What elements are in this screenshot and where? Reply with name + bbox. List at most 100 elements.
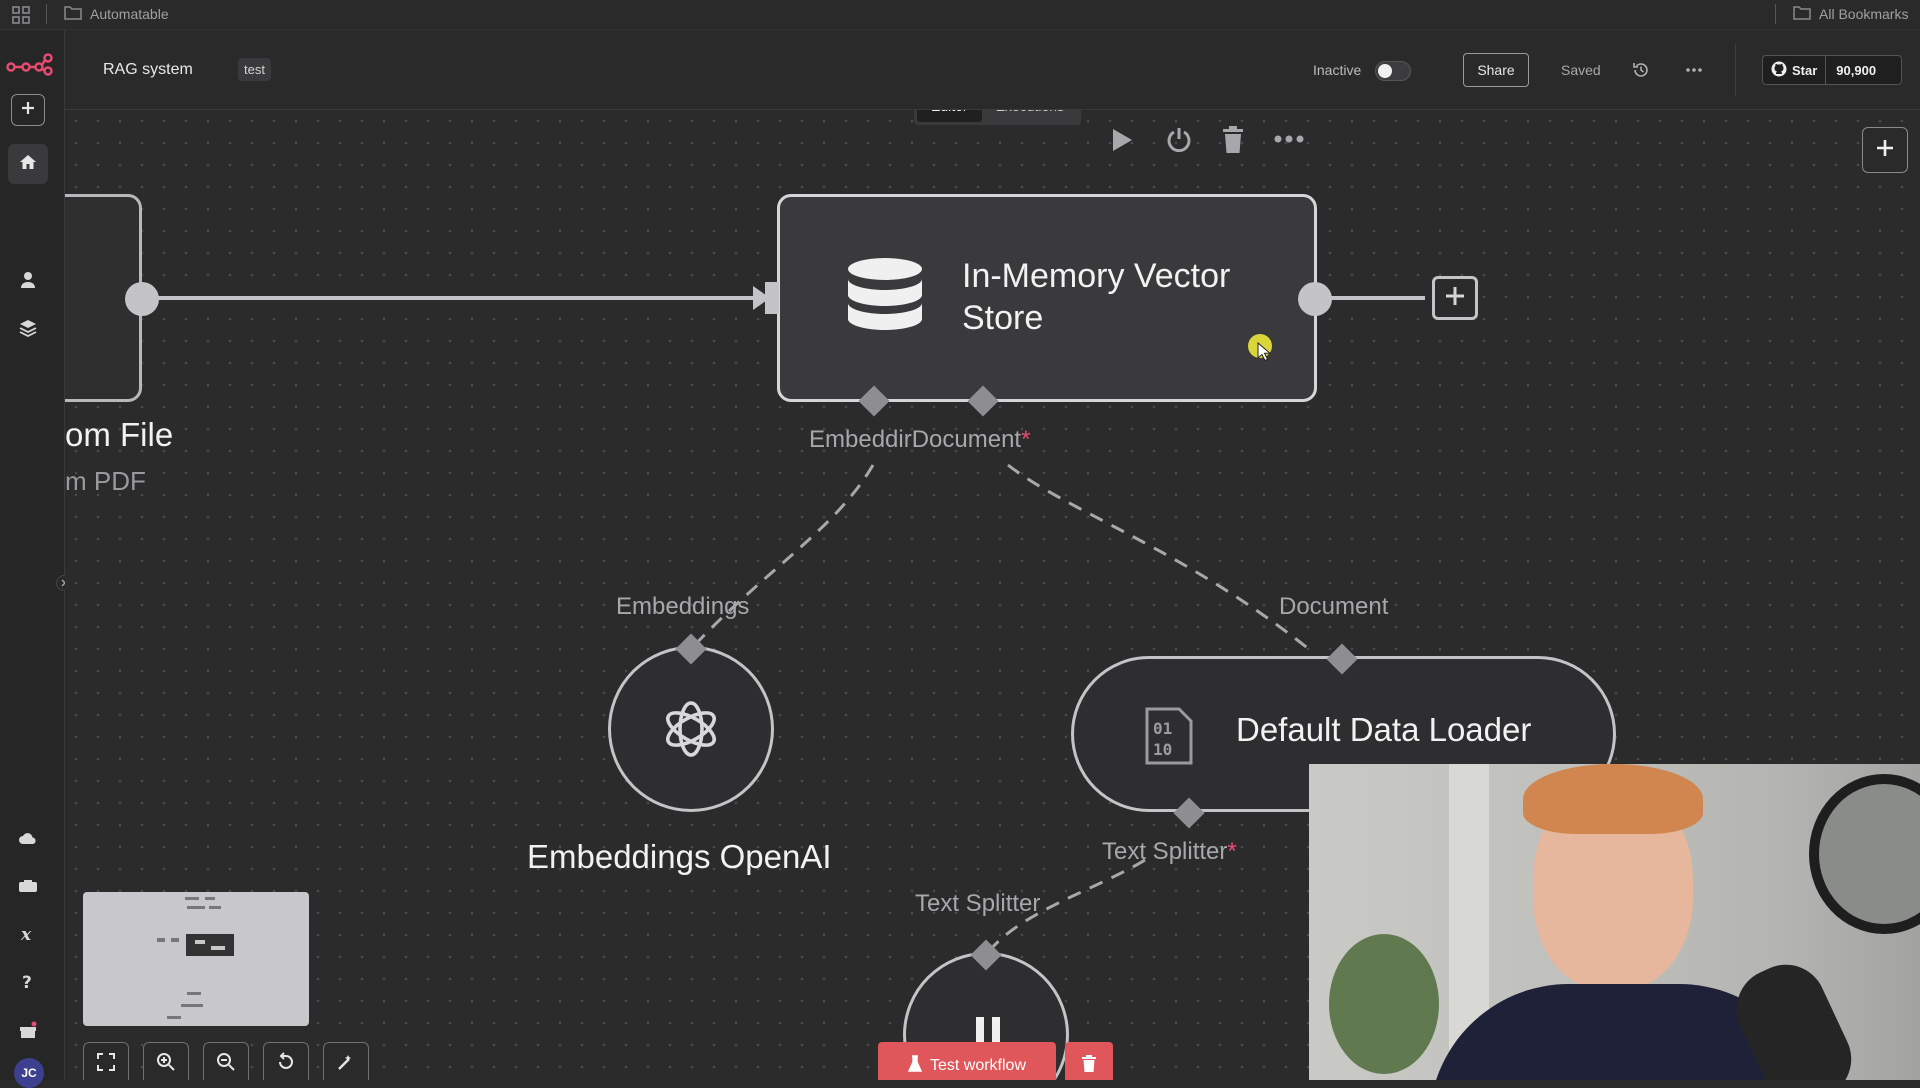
saved-status: Saved xyxy=(1561,62,1601,78)
workflow-name[interactable]: RAG system xyxy=(103,61,193,78)
output-handle-left-node[interactable] xyxy=(125,282,159,316)
sidebar-item-personal[interactable] xyxy=(8,264,48,300)
bookmark-folder-automatable[interactable]: Automatable xyxy=(64,5,169,23)
left-node-title: om File xyxy=(65,416,174,453)
tab-editor[interactable]: Editor xyxy=(917,110,982,122)
vector-store-title-line1: In-Memory Vector xyxy=(962,257,1231,295)
clear-execution-button[interactable] xyxy=(1065,1042,1113,1080)
left-node-subtitle: m PDF xyxy=(65,466,146,496)
plus-icon xyxy=(1444,285,1466,312)
text-splitter-input-text: Text Splitter xyxy=(1102,838,1228,865)
workflow-header: RAG system test Inactive Share Saved Sta… xyxy=(65,30,1920,110)
openai-icon xyxy=(657,695,725,768)
bookmark-divider xyxy=(46,4,47,24)
workflow-tag[interactable]: test xyxy=(238,58,271,81)
reset-zoom-button[interactable] xyxy=(263,1042,309,1080)
test-workflow-button[interactable]: Test workflow xyxy=(878,1042,1056,1080)
zoom-in-icon xyxy=(156,1052,176,1077)
webcam-person-hair xyxy=(1523,764,1703,834)
node-more-icon[interactable] xyxy=(1274,132,1304,150)
bookmarks-bar: Automatable All Bookmarks xyxy=(0,0,1920,30)
canvas-minimap[interactable] xyxy=(83,892,309,1026)
history-icon[interactable] xyxy=(1632,61,1650,84)
bookmark-folder-label: Automatable xyxy=(90,6,169,22)
sidebar: x ? JC xyxy=(0,30,72,1088)
in-memory-vector-store-node[interactable]: In-Memory Vector Store xyxy=(777,194,1317,402)
active-toggle[interactable] xyxy=(1375,61,1411,81)
toggle-knob xyxy=(1378,64,1392,78)
flask-icon xyxy=(907,1054,923,1078)
database-icon xyxy=(846,257,924,348)
variable-icon: x xyxy=(19,925,37,947)
connections-layer xyxy=(143,286,1425,951)
tab-executions[interactable]: Executions xyxy=(982,110,1078,122)
user-avatar[interactable]: JC xyxy=(14,1058,44,1088)
folder-icon xyxy=(1793,5,1811,23)
user-icon xyxy=(20,271,36,294)
active-status-label: Inactive xyxy=(1313,62,1362,78)
connection-arrow xyxy=(753,286,770,310)
embeddings-connection-label: Embeddings xyxy=(616,593,750,620)
embedding-connection xyxy=(688,464,875,652)
embeddings-openai-node[interactable] xyxy=(608,646,774,812)
folder-icon xyxy=(64,5,82,23)
delete-node-icon[interactable] xyxy=(1221,126,1245,159)
minimap-nodes xyxy=(157,897,234,1019)
ports-label-text: EmbeddirDocument xyxy=(809,426,1022,453)
open-nodes-panel-button[interactable] xyxy=(1862,127,1908,173)
deactivate-node-icon[interactable] xyxy=(1165,126,1193,159)
zoom-to-fit-button[interactable] xyxy=(83,1042,129,1080)
share-button[interactable]: Share xyxy=(1463,53,1529,87)
cloud-icon xyxy=(18,831,38,850)
zoom-out-button[interactable] xyxy=(203,1042,249,1080)
webcam-mirror xyxy=(1809,774,1920,934)
vector-store-ports-label: EmbeddirDocument* xyxy=(809,426,1030,454)
add-next-node-button[interactable] xyxy=(1432,276,1478,320)
more-options-icon[interactable] xyxy=(1685,61,1703,84)
plus-icon xyxy=(20,100,36,121)
help-icon: ? xyxy=(21,973,35,996)
text-splitter-connection-label: Text Splitter xyxy=(915,890,1041,917)
test-workflow-label: Test workflow xyxy=(929,1057,1027,1074)
output-handle-vector-store[interactable] xyxy=(1298,282,1332,316)
add-workflow-button[interactable] xyxy=(11,94,45,126)
bookmark-divider-right xyxy=(1775,4,1776,24)
sidebar-item-projects[interactable] xyxy=(8,312,48,348)
required-asterisk: * xyxy=(1021,426,1031,453)
apps-grid-icon[interactable] xyxy=(12,6,30,27)
svg-text:01: 01 xyxy=(1153,719,1172,738)
embeddings-openai-title: Embeddings OpenAI xyxy=(527,838,832,875)
magic-wand-icon xyxy=(336,1052,356,1077)
sidebar-item-cloud[interactable] xyxy=(8,822,48,858)
loader-text-splitter-label: Text Splitter* xyxy=(1102,838,1237,866)
webcam-plant xyxy=(1329,934,1439,1074)
sidebar-item-help[interactable]: ? xyxy=(8,966,48,1002)
github-icon xyxy=(1771,61,1787,80)
tidy-up-button[interactable] xyxy=(323,1042,369,1080)
sidebar-item-whats-new[interactable] xyxy=(8,1014,48,1050)
sidebar-item-home[interactable] xyxy=(8,144,48,184)
required-asterisk: * xyxy=(1227,838,1237,865)
svg-text:10: 10 xyxy=(1153,740,1172,759)
layers-icon xyxy=(19,319,37,342)
fit-view-icon xyxy=(97,1052,115,1076)
input-handle-vector-store[interactable] xyxy=(765,282,779,314)
zoom-out-icon xyxy=(216,1052,236,1077)
mouse-cursor-icon xyxy=(1257,341,1272,367)
workflow-canvas[interactable]: Editor Executions om File m PDF In-Memor… xyxy=(65,110,1920,1080)
zoom-in-button[interactable] xyxy=(143,1042,189,1080)
plus-icon xyxy=(1875,138,1895,163)
execute-node-icon[interactable] xyxy=(1109,126,1135,159)
undo-icon xyxy=(276,1051,296,1077)
n8n-logo-icon[interactable] xyxy=(6,52,54,81)
bookmark-folder-all[interactable]: All Bookmarks xyxy=(1793,5,1908,23)
star-label: Star xyxy=(1792,62,1818,78)
github-star-button[interactable]: Star 90,900 xyxy=(1762,55,1902,85)
vector-store-title-line2: Store xyxy=(962,299,1044,337)
view-tabs: Editor Executions xyxy=(914,110,1082,125)
sidebar-item-variables[interactable]: x xyxy=(8,918,48,954)
sidebar-item-templates[interactable] xyxy=(8,870,48,906)
github-star-part[interactable]: Star xyxy=(1763,56,1827,84)
svg-text:x: x xyxy=(20,926,32,942)
